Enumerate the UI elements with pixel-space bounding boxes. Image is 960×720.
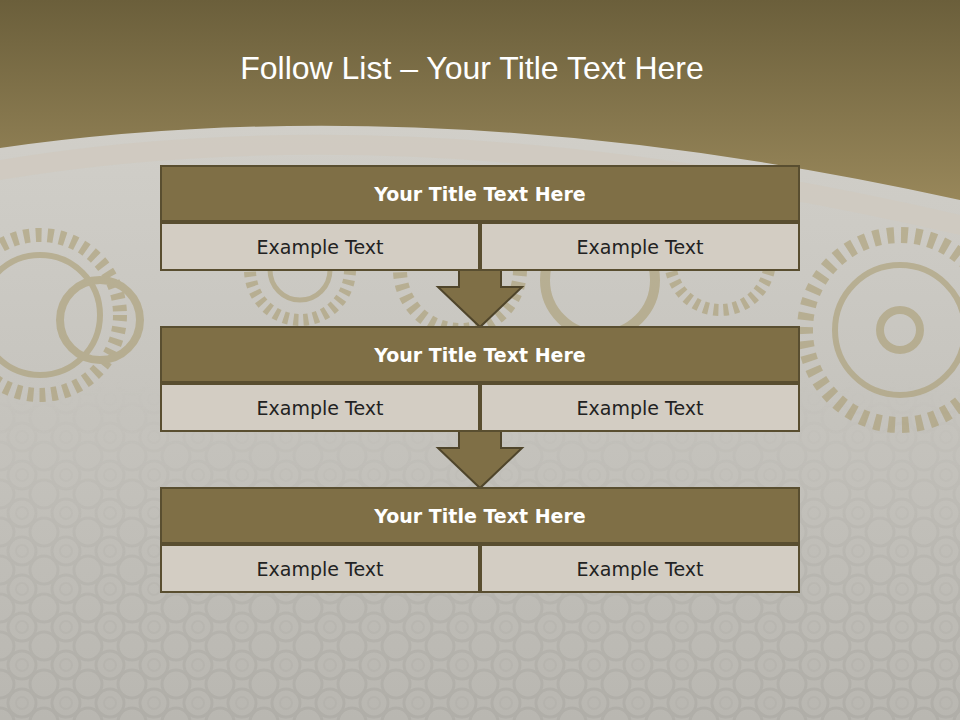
step-heading-band: Your Title Text Here xyxy=(160,487,800,544)
example-text: Example Text xyxy=(577,397,704,419)
example-text: Example Text xyxy=(577,236,704,258)
example-cell: Example Text xyxy=(160,222,480,271)
step-title: Your Title Text Here xyxy=(374,344,585,366)
step-heading-band: Your Title Text Here xyxy=(160,165,800,222)
step-heading-band: Your Title Text Here xyxy=(160,326,800,383)
example-text: Example Text xyxy=(257,236,384,258)
example-cell: Example Text xyxy=(160,383,480,432)
step-box: Your Title Text HereExample Text Example … xyxy=(160,326,800,432)
example-text: Example Text xyxy=(257,558,384,580)
example-text: Example Text xyxy=(257,397,384,419)
example-cell: Example Text xyxy=(160,544,480,593)
step-title: Your Title Text Here xyxy=(374,505,585,527)
example-cell: Example Text xyxy=(480,544,800,593)
example-text: Example Text xyxy=(577,558,704,580)
step-box: Your Title Text HereExample Text Example … xyxy=(160,165,800,271)
slide-title: Follow List – Your Title Text Here xyxy=(0,50,944,87)
flow-arrow xyxy=(438,430,522,488)
step-box: Your Title Text HereExample Text Example … xyxy=(160,487,800,593)
step-title: Your Title Text Here xyxy=(374,183,585,205)
flow-arrow xyxy=(438,269,522,327)
example-cell: Example Text xyxy=(480,383,800,432)
example-cell: Example Text xyxy=(480,222,800,271)
